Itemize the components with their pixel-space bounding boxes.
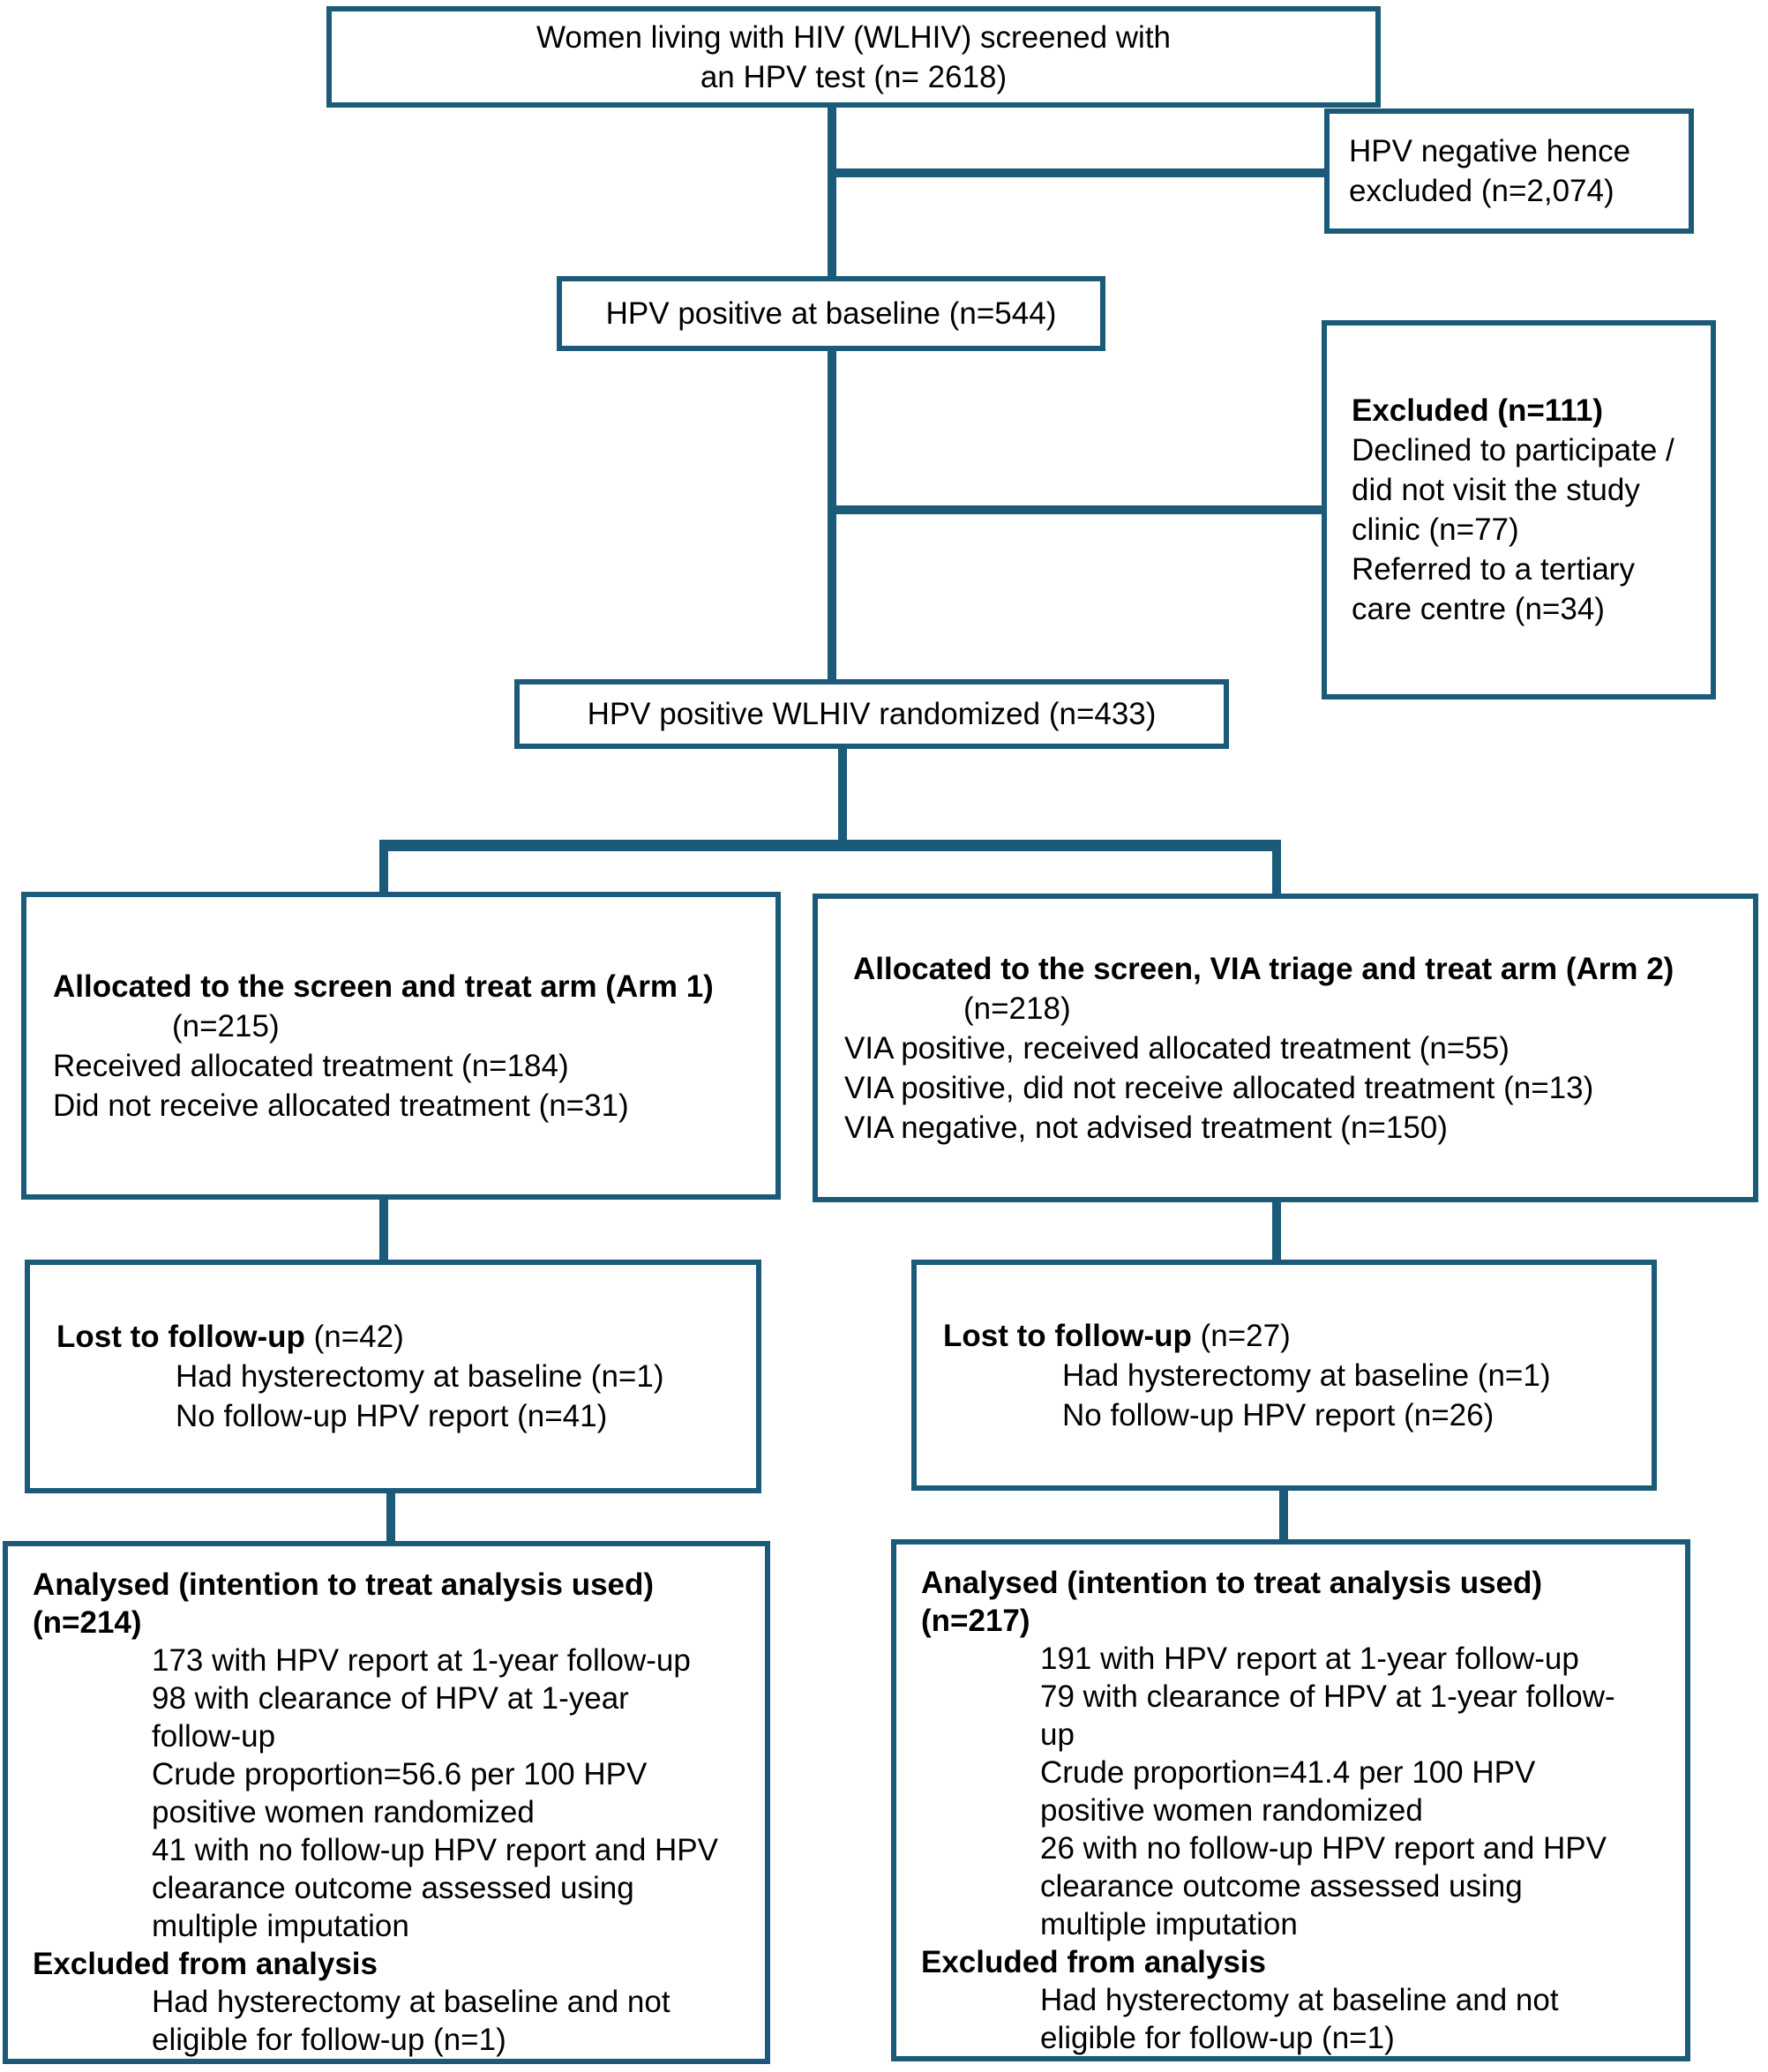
node-arm1-n: (n=215) — [172, 1008, 280, 1043]
connector-lost2-to-analysed2 — [1279, 1489, 1288, 1541]
node-analysed2-line5: positive women randomized — [1040, 1793, 1423, 1828]
node-lost1-line1: Had hysterectomy at baseline (n=1) — [176, 1359, 664, 1394]
node-randomized-text: HPV positive WLHIV randomized (n=433) — [587, 697, 1157, 731]
node-excluded-title: Excluded (n=111) — [1352, 393, 1603, 428]
node-hpv-negative-excluded: HPV negative hence excluded (n=2,074) — [1324, 108, 1694, 234]
node-analysed2-line7: clearance outcome assessed using — [1040, 1869, 1523, 1904]
node-lost1-title: Lost to follow-up — [56, 1320, 305, 1354]
node-lost2-title: Lost to follow-up — [943, 1318, 1192, 1353]
node-analysed1-title2: (n=214) — [33, 1605, 142, 1640]
node-arm1: Allocated to the screen and treat arm (A… — [21, 892, 781, 1200]
node-lost2-line2: No follow-up HPV report (n=26) — [1062, 1397, 1495, 1432]
node-excluded-line1: Declined to participate / — [1352, 433, 1674, 468]
node-analysed1-line5: positive women randomized — [152, 1795, 535, 1829]
node-hpv-positive-text: HPV positive at baseline (n=544) — [605, 296, 1057, 331]
node-arm2: Allocated to the screen, VIA triage and … — [813, 894, 1758, 1202]
node-excluded-line3: clinic (n=77) — [1352, 512, 1519, 547]
node-hpv-positive-baseline: HPV positive at baseline (n=544) — [557, 276, 1105, 351]
node-excluded-line4: Referred to a tertiary — [1352, 552, 1635, 587]
node-analysed1-line10: eligible for follow-up (n=1) — [152, 2023, 506, 2057]
node-analysed1-excluded-title: Excluded from analysis — [33, 1947, 378, 1981]
node-hpv-negative-line2: excluded (n=2,074) — [1349, 174, 1614, 208]
node-analysed2-line8: multiple imputation — [1040, 1907, 1298, 1941]
node-analysed2-line4: Crude proportion=41.4 per 100 HPV — [1040, 1755, 1536, 1790]
node-screened-line1: Women living with HIV (WLHIV) screened w… — [536, 19, 1172, 55]
connector-positive-to-randomized — [828, 349, 836, 681]
node-arm2-line3: VIA negative, not advised treatment (n=1… — [844, 1110, 1448, 1145]
node-lost2-heading: Lost to follow-up (n=27) — [943, 1316, 1641, 1356]
node-lost2-n: (n=27) — [1191, 1318, 1291, 1353]
node-arm2-title: Allocated to the screen, VIA triage and … — [853, 951, 1674, 986]
node-analysed1-line4: Crude proportion=56.6 per 100 HPV — [152, 1757, 648, 1791]
connector-branch-to-arm2 — [1272, 840, 1281, 895]
node-analysed2-title1: Analysed (intention to treat analysis us… — [921, 1566, 1543, 1600]
node-arm1-line1: Received allocated treatment (n=184) — [53, 1048, 569, 1083]
connector-to-hpv-negative — [832, 168, 1324, 177]
node-excluded: Excluded (n=111) Declined to participate… — [1322, 320, 1716, 699]
node-analysed2-excluded-title: Excluded from analysis — [921, 1945, 1266, 1979]
connector-arm1-to-lost1 — [379, 1198, 388, 1261]
node-analysed2-line6: 26 with no follow-up HPV report and HPV — [1040, 1831, 1607, 1866]
node-screened: Women living with HIV (WLHIV) screened w… — [326, 6, 1381, 108]
connector-screened-to-positive — [828, 106, 836, 278]
node-arm2-line1: VIA positive, received allocated treatme… — [844, 1030, 1510, 1066]
node-arm2-n: (n=218) — [963, 991, 1071, 1026]
node-analysed1-line9: Had hysterectomy at baseline and not — [152, 1985, 670, 2019]
node-screened-line2: an HPV test (n= 2618) — [700, 59, 1008, 94]
branch-bar — [379, 840, 1281, 851]
node-arm1-title: Allocated to the screen and treat arm (A… — [53, 969, 714, 1004]
connector-randomized-to-branch — [838, 747, 847, 846]
node-randomized: HPV positive WLHIV randomized (n=433) — [514, 679, 1229, 749]
node-analysed2-line1: 191 with HPV report at 1-year follow-up — [1040, 1642, 1579, 1676]
node-arm1-line2: Did not receive allocated treatment (n=3… — [53, 1088, 629, 1123]
connector-arm2-to-lost2 — [1272, 1201, 1281, 1261]
node-analysed2-line9: Had hysterectomy at baseline and not — [1040, 1983, 1559, 2017]
node-analysed2-title2: (n=217) — [921, 1604, 1030, 1638]
node-analysed1-title1: Analysed (intention to treat analysis us… — [33, 1567, 655, 1602]
node-analysed1-line8: multiple imputation — [152, 1909, 409, 1943]
node-analysed1-line7: clearance outcome assessed using — [152, 1871, 634, 1905]
node-excluded-line2: did not visit the study — [1352, 473, 1640, 507]
node-lost1-heading: Lost to follow-up (n=42) — [56, 1317, 745, 1357]
node-lost2: Lost to follow-up (n=27) Had hysterectom… — [911, 1260, 1657, 1491]
node-excluded-line5: care centre (n=34) — [1352, 592, 1605, 626]
node-lost1-line2: No follow-up HPV report (n=41) — [176, 1399, 608, 1433]
node-analysed2-line2: 79 with clearance of HPV at 1-year follo… — [1040, 1679, 1615, 1714]
node-hpv-negative-line1: HPV negative hence — [1349, 134, 1631, 168]
node-arm2-line2: VIA positive, did not receive allocated … — [844, 1070, 1594, 1105]
node-analysed1-line2: 98 with clearance of HPV at 1-year — [152, 1681, 629, 1716]
node-lost1: Lost to follow-up (n=42) Had hysterectom… — [25, 1260, 761, 1493]
node-analysed1-line1: 173 with HPV report at 1-year follow-up — [152, 1643, 691, 1678]
node-analysed1: Analysed (intention to treat analysis us… — [3, 1541, 770, 2064]
node-analysed2-line3: up — [1040, 1717, 1075, 1752]
node-lost2-line1: Had hysterectomy at baseline (n=1) — [1062, 1358, 1551, 1393]
node-analysed1-line3: follow-up — [152, 1719, 276, 1754]
node-analysed2-line10: eligible for follow-up (n=1) — [1040, 2021, 1395, 2055]
connector-to-excluded — [832, 505, 1326, 514]
node-analysed2: Analysed (intention to treat analysis us… — [891, 1539, 1690, 2061]
connector-branch-to-arm1 — [379, 840, 388, 894]
connector-lost1-to-analysed1 — [386, 1492, 395, 1543]
node-analysed1-line6: 41 with no follow-up HPV report and HPV — [152, 1833, 718, 1867]
node-lost1-n: (n=42) — [304, 1320, 404, 1354]
